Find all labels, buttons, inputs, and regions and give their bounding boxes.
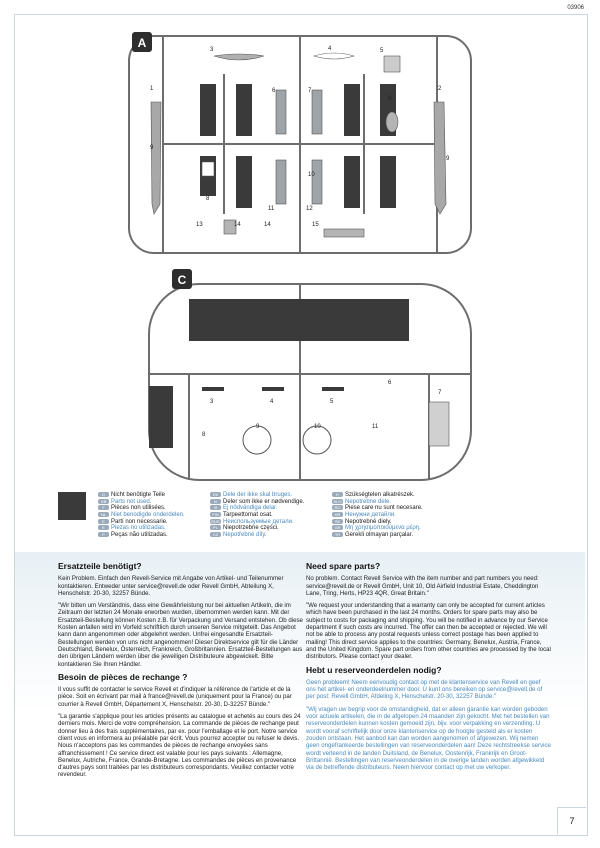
part-num-c5: 5 [330, 399, 334, 405]
part-num-a4: 4 [328, 46, 332, 52]
en-contact: No problem. Contact Revell Service with … [306, 575, 539, 597]
de-contact: Kein Problem. Einfach den Revell-Service… [58, 575, 284, 597]
part-num-c6: 6 [388, 380, 392, 386]
sprue-c-label: C [178, 273, 187, 287]
sprue-a-badge: A [132, 32, 152, 52]
sprue-c-badge: C [172, 269, 192, 289]
part-num-a13: 13 [196, 222, 203, 228]
part-num-c9: 9 [256, 424, 260, 430]
part-num-a9: 9 [150, 145, 154, 151]
heading-nl: Hebt u reserveonderdelen nodig? [306, 664, 442, 675]
part-num-a14: 14 [234, 222, 241, 228]
en-terms: "We request your understanding that a wa… [306, 602, 551, 661]
heading-de: Ersatzteile benötigt? [58, 561, 142, 571]
part-num-a1: 1 [150, 86, 154, 92]
part-num-a2: 2 [438, 86, 442, 92]
catalog-code: 03906 [567, 5, 584, 11]
sprue-a-parts [150, 52, 447, 238]
part-num-a10: 10 [308, 172, 315, 178]
part-num-c11: 11 [372, 424, 379, 430]
sprue-c-parts [149, 299, 450, 455]
nl-contact: Geen probleem! Neem eenvoudig contact op… [306, 678, 543, 701]
part-num-a6: 6 [272, 88, 276, 94]
spare-parts-column-left: Ersatzteile benötigt? Kein Problem. Einf… [58, 561, 303, 784]
page-number: 7 [557, 807, 586, 834]
spare-parts-column-right: Need spare parts? No problem. Contact Re… [306, 561, 551, 776]
part-num-c4: 4 [270, 399, 274, 405]
part-num-c7: 7 [438, 390, 442, 396]
sprue-diagrams: 1 2 3 4 5 6 7 8 9 8 10 11 12 13 14 14 15… [128, 32, 472, 481]
sprue-a-label: A [138, 36, 147, 50]
fr-contact: Il vous suffit de contacter le service R… [58, 686, 292, 708]
unused-part-swatch [58, 492, 86, 520]
spare-parts-background [15, 552, 585, 820]
part-num-a8b: 8 [206, 196, 210, 202]
part-num-c10: 10 [314, 424, 321, 430]
part-num-a5: 5 [380, 48, 384, 54]
part-num-c3: 3 [210, 399, 214, 405]
part-num-a7: 7 [308, 88, 312, 94]
part-num-a15: 15 [312, 222, 319, 228]
part-num-a14b: 14 [264, 222, 271, 228]
part-num-a3: 3 [210, 47, 214, 53]
part-num-a11: 11 [268, 206, 275, 212]
heading-fr: Besoin de pièces de rechange ? [58, 671, 188, 682]
sprue-c-frame [148, 283, 472, 481]
part-num-a8: 8 [388, 96, 392, 102]
part-num-a12: 12 [306, 206, 313, 212]
de-terms: "Wir bitten um Verständnis, dass eine Ge… [58, 602, 303, 668]
part-num-c8: 8 [202, 432, 206, 438]
part-num-a9b: 9 [446, 156, 450, 162]
heading-en: Need spare parts? [306, 561, 381, 571]
nl-terms: "Wij vragen uw begrip voor de omstandigh… [306, 705, 551, 772]
fr-terms: "La garantie s'applique pour les article… [58, 713, 301, 779]
